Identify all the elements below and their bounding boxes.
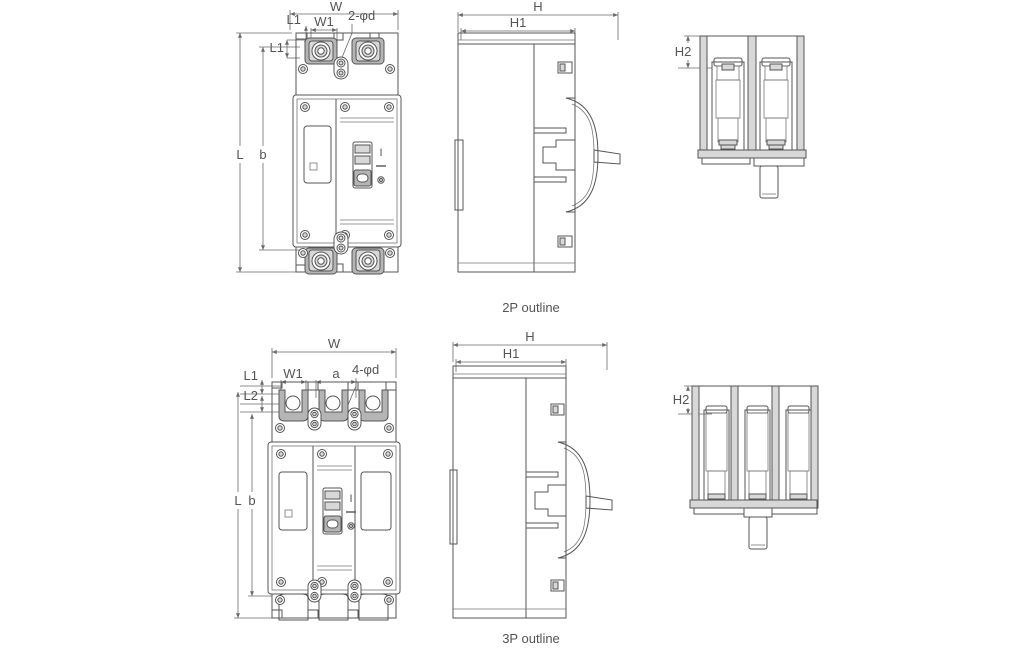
dimension-H-2p: H <box>457 0 619 40</box>
dim-label-L1-2p-top: L1 <box>287 12 301 27</box>
dim-label-L-2p: L <box>236 147 243 162</box>
3p-pole-3 <box>785 405 812 504</box>
dimension-L1-3p: L1 <box>240 368 281 395</box>
dimension-H1-2p: H1 <box>460 15 576 40</box>
2p-pole-2 <box>759 57 793 151</box>
dimension-W-2p: W <box>289 0 399 30</box>
figure-3p: W W1 a 4-φd L1 <box>232 329 819 646</box>
handle-on-label: I <box>379 147 382 159</box>
dim-label-W-2p: W <box>330 0 343 14</box>
3p-side-view: H H1 <box>449 329 613 619</box>
2p-toggle-handle[interactable] <box>352 141 373 189</box>
3p-top-terminals <box>278 389 389 422</box>
dim-label-L1-3p: L1 <box>244 368 258 383</box>
caption-3p: 3P outline <box>502 631 560 646</box>
dimension-W-3p: W <box>271 336 397 378</box>
dim-label-H1-3p: H1 <box>503 346 520 361</box>
2p-pole-1 <box>711 57 745 151</box>
dim-label-H2-3p: H2 <box>673 392 690 407</box>
dim-label-W1-3p: W1 <box>283 366 303 381</box>
2p-body-screws <box>300 102 394 240</box>
dimension-b-2p: b <box>257 46 300 251</box>
3p-pole-2 <box>744 405 771 504</box>
dim-label-H-3p: H <box>525 329 534 344</box>
dim-label-b-3p: b <box>248 493 255 508</box>
dim-label-2-phid: 2-φd <box>348 8 375 23</box>
figure-2p: W W1 L1 L1 2-φd <box>234 0 807 315</box>
2p-screws-top <box>298 64 395 74</box>
3p-toggle-handle[interactable] <box>322 487 343 535</box>
3p-handle-markings: I <box>346 493 356 530</box>
dimension-L-2p: L <box>234 32 300 273</box>
dimension-W1-2p: W1 <box>310 14 338 44</box>
caption-2p: 2P outline <box>502 300 560 315</box>
dim-label-W-3p: W <box>328 336 341 351</box>
dim-label-H1-2p: H1 <box>510 15 527 30</box>
3p-mounting-holes-bottom <box>307 579 362 603</box>
dimension-phid-3p: 4-φd <box>344 362 379 413</box>
dimension-H-3p: H <box>452 329 608 370</box>
3p-mounting-holes-top <box>307 407 362 431</box>
dimension-L2-3p: L2 <box>240 388 281 413</box>
2p-handle-markings: I <box>376 147 386 184</box>
handle-on-label-3p: I <box>349 493 352 505</box>
dimension-b-3p: b <box>246 414 272 597</box>
3p-front-view: W W1 a 4-φd L1 <box>232 336 401 621</box>
2p-bottom-view: H2 <box>672 35 807 199</box>
dim-label-L-3p: L <box>234 493 241 508</box>
dim-label-L1-2p: L1 <box>270 40 284 55</box>
dimension-L-3p: L <box>232 392 272 619</box>
3p-bottom-view: H2 <box>670 385 819 550</box>
2p-side-view: H H1 <box>454 0 621 273</box>
3p-bottom-terminals <box>278 593 389 621</box>
2p-bottom-terminals <box>304 247 385 275</box>
dimension-H1-3p: H1 <box>455 346 567 372</box>
2p-mounting-hole-top <box>333 56 349 80</box>
dim-label-L2-3p: L2 <box>244 388 258 403</box>
dim-label-a-3p: a <box>332 366 340 381</box>
3p-pole-1 <box>703 405 730 504</box>
2p-top-terminals <box>304 37 385 65</box>
dim-label-H2-2p: H2 <box>675 44 692 59</box>
2p-front-view: W W1 L1 L1 2-φd <box>234 0 402 275</box>
dim-label-b-2p: b <box>259 147 266 162</box>
2p-mounting-hole-bottom <box>333 231 349 255</box>
dim-label-H-2p: H <box>533 0 542 14</box>
dim-label-4-phid: 4-φd <box>352 362 379 377</box>
dim-label-W1-2p: W1 <box>314 14 334 29</box>
3p-body-screws <box>276 449 393 587</box>
